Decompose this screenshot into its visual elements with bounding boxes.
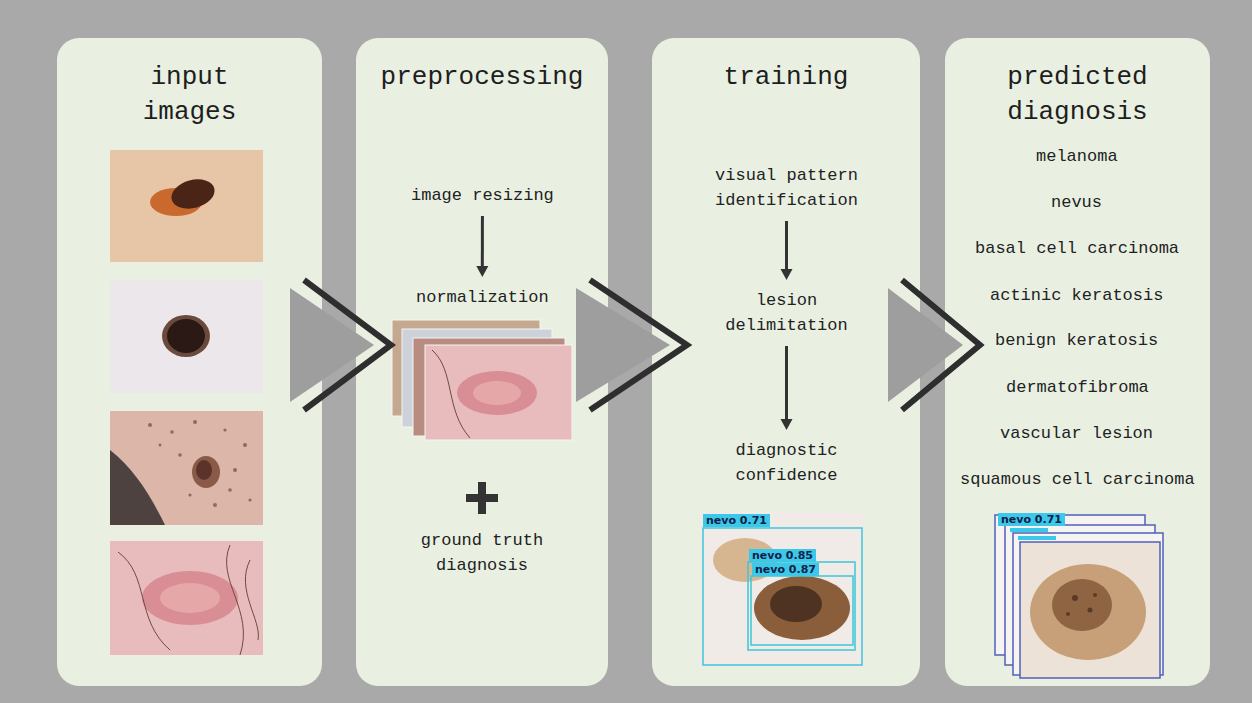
lesion xyxy=(192,456,220,488)
diagnosis-class: actinic keratosis xyxy=(990,284,1163,308)
panel-title: input images xyxy=(115,60,265,130)
process-step: diagnostic confidence xyxy=(720,436,853,490)
lesion xyxy=(457,371,537,415)
panel-title: training xyxy=(666,60,906,95)
detection-label: nevo 0.87 xyxy=(752,563,819,576)
detection-tag xyxy=(1018,536,1056,540)
diagnosis-class: dermatofibroma xyxy=(1006,376,1149,400)
hairs xyxy=(118,545,258,655)
panel-title: predicted diagnosis xyxy=(988,60,1168,130)
diagnosis-class: melanoma xyxy=(1036,145,1118,169)
stacked-photo xyxy=(425,345,572,440)
detection-label: nevo 0.71 xyxy=(703,514,770,527)
hairs xyxy=(432,350,470,438)
lesion-dots xyxy=(1066,593,1097,616)
lesion xyxy=(160,583,220,613)
lesion xyxy=(167,319,205,353)
detection-photo xyxy=(700,512,865,668)
process-step: image resizing xyxy=(407,181,558,210)
lesion xyxy=(1030,564,1146,660)
diagnosis-class: squamous cell carcinoma xyxy=(960,468,1195,492)
bounding-boxes xyxy=(703,528,862,665)
skin-photo xyxy=(110,541,263,655)
diagnosis-class: nevus xyxy=(1051,191,1102,215)
lesion xyxy=(1052,579,1112,631)
detection-tag xyxy=(1010,528,1048,532)
process-step: normalization xyxy=(412,283,553,312)
lesion xyxy=(473,381,521,405)
diagnosis-class: vascular lesion xyxy=(1000,422,1153,446)
panel-title: preprocessing xyxy=(362,60,602,95)
plus-sign xyxy=(478,482,486,514)
lesion xyxy=(168,175,218,213)
skin-photo xyxy=(110,411,263,525)
lesion xyxy=(196,460,212,480)
detection-label: nevo 0.85 xyxy=(749,549,816,562)
skin-fold xyxy=(110,450,165,525)
skin-photo xyxy=(110,150,263,262)
lesion xyxy=(162,315,210,357)
lesion xyxy=(754,576,850,640)
step-text: visual pattern identification xyxy=(699,163,874,213)
diagnosis-class: basal cell carcinoma xyxy=(975,237,1179,261)
process-step: ground truth diagnosis xyxy=(403,526,561,580)
process-step: visual pattern identification xyxy=(695,161,878,215)
diagnosis-class: benign keratosis xyxy=(995,329,1158,353)
skin-photo xyxy=(110,280,263,393)
step-text: diagnostic confidence xyxy=(724,438,849,488)
step-text: lesion delimitation xyxy=(719,288,854,338)
step-text: normalization xyxy=(416,285,549,310)
process-step: lesion delimitation xyxy=(715,286,858,340)
skin-dots xyxy=(148,420,252,507)
step-text: ground truth diagnosis xyxy=(407,528,557,578)
lesion xyxy=(770,586,822,622)
detection-label: nevo 0.71 xyxy=(998,513,1065,526)
lesion xyxy=(142,571,238,625)
step-text: image resizing xyxy=(411,183,554,208)
stacked-photo xyxy=(1020,542,1160,678)
